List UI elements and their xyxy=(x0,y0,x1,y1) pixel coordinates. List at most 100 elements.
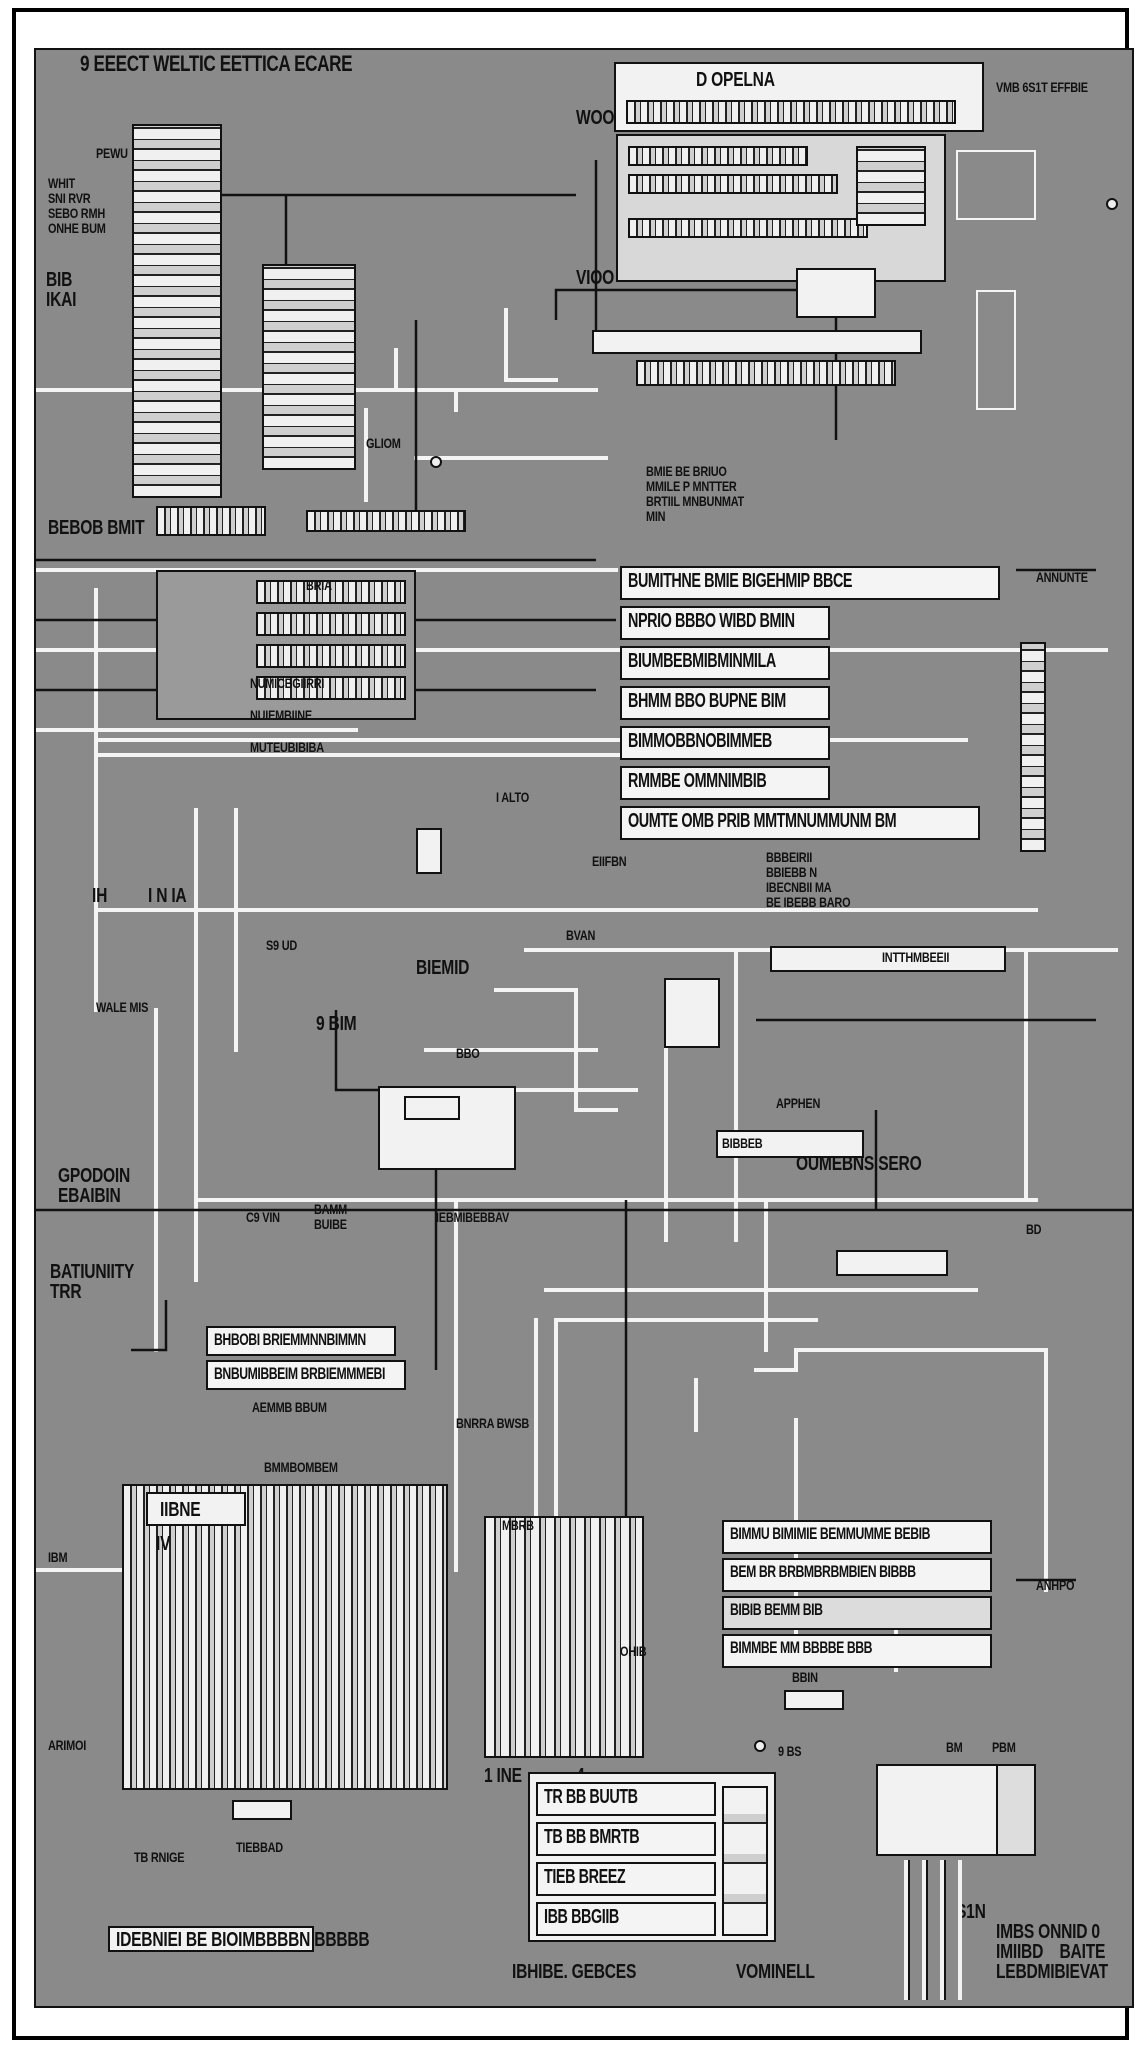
label-bib-ikai: BIB IKAI xyxy=(46,269,77,311)
label-wal: WALE MIS xyxy=(96,999,149,1015)
lower-row-2: BNBUMIBBEIM BRBIEMMMEBI xyxy=(206,1360,406,1390)
lower-row-1: BHBOBI BRIEMMNNBIMMN xyxy=(206,1326,396,1356)
label-n-ia: I N IA xyxy=(148,885,187,907)
label-tiebbd: TIEBBAD xyxy=(236,1839,283,1855)
i-alto-device xyxy=(416,828,442,874)
left-tower-rack xyxy=(132,124,222,498)
label-mute: MUTEUBIBIBA xyxy=(250,739,324,755)
lower-mid-rack xyxy=(484,1516,644,1758)
mid-right-strip xyxy=(770,946,1006,972)
sensor-frame xyxy=(956,150,1036,220)
sensor-port xyxy=(1106,198,1118,210)
control-box-display xyxy=(404,1096,460,1120)
label-bottom-center: IBHIBE. GEBCES xyxy=(512,1961,637,1983)
label-pewu: PEWU xyxy=(96,145,128,161)
right-row-1: BIMMU BIMIMIE BEMMUMME BEBIB xyxy=(722,1520,992,1554)
label-sub-block: BBBEIRII BBIEBB N IBECNBII MA BE IBEBB B… xyxy=(766,849,851,910)
mid-right-box xyxy=(716,1130,864,1158)
label-tbim: TB RNIGE xyxy=(134,1849,185,1865)
schedule-row-6: RMMBE OMMNIMBIB xyxy=(620,766,830,800)
label-bd: BD xyxy=(1026,1221,1042,1237)
label-bbo: BBO xyxy=(456,1045,480,1061)
schedule-row-4: BHMM BBO BUPNE BIM xyxy=(620,686,830,720)
terminal-row-3: TIEB BREEZ xyxy=(536,1862,716,1896)
label-bbin: BBIN xyxy=(792,1669,818,1685)
right-device-end xyxy=(996,1764,1036,1856)
label-appl: APPHEN xyxy=(776,1095,821,1111)
cabinet-bus-1 xyxy=(628,146,808,166)
label-annunite: ANNUNTE xyxy=(1036,569,1088,585)
device-legs xyxy=(892,1860,962,2000)
label-bria: BRIA xyxy=(306,577,332,593)
label-bieid: BIEMID xyxy=(416,957,470,979)
mid-left-row-4 xyxy=(256,676,406,700)
label-bm: BM xyxy=(946,1739,963,1755)
label-c9vin: C9 VIN xyxy=(246,1209,280,1225)
label-mid-right-a: INTTHMBEEII xyxy=(882,949,950,965)
terminal-row-4: IBB BBGIIB xyxy=(536,1902,716,1936)
relay-module xyxy=(664,978,720,1048)
mid-tower-rack xyxy=(262,264,356,470)
label-gpodon: GPODOIN EBAIBIN xyxy=(58,1165,131,1207)
rack-foot-box xyxy=(232,1800,292,1820)
label-anhpo: ANHPO xyxy=(1036,1577,1075,1593)
label-vio: VIOO xyxy=(576,267,615,289)
cabinet-relay-stack xyxy=(856,146,926,226)
bebob-block xyxy=(156,506,266,536)
header-bus-bar xyxy=(626,100,956,124)
mid-left-row-1 xyxy=(256,580,406,604)
right-row-4: BIMMBE MM BBBBE BBB xyxy=(722,1634,992,1668)
label-i-alto: I ALTO xyxy=(496,789,529,805)
label-gliom: GLIOM xyxy=(366,435,401,451)
schedule-row-2: NPRIO BBBO WIBD BMIN xyxy=(620,606,830,640)
label-ibm: IBM xyxy=(48,1549,68,1565)
right-row-3: BIBIB BEMM BIB xyxy=(722,1596,992,1630)
label-pbm: PBM xyxy=(992,1739,1016,1755)
schedule-row-3: BIUMBEBMIBMINMILA xyxy=(620,646,830,680)
bebob-strip xyxy=(306,510,466,532)
right-strip xyxy=(836,1250,948,1276)
lower-left-rack xyxy=(122,1484,448,1790)
right-foot-box xyxy=(784,1690,844,1710)
label-wo: WOO xyxy=(576,107,615,129)
label-9bim: 9 BIM xyxy=(316,1013,357,1035)
label-iebm: IEBMIBEBBAV xyxy=(436,1209,510,1225)
label-s1n: S1N xyxy=(956,1901,986,1923)
label-brrb: BNRRA BWSB xyxy=(456,1415,530,1431)
diagram-title: 9 EEECT WELTIC EETTICA ECARE xyxy=(80,51,353,76)
schedule-row-7: OUMTE OMB PRIB MMTMNUMMUNM BM xyxy=(620,806,980,840)
cabinet-bus-3 xyxy=(628,218,868,238)
label-bamm: BAMM BUIBE xyxy=(314,1201,348,1232)
label-ohib: OHIB xyxy=(620,1643,647,1659)
connector-dot xyxy=(754,1740,766,1752)
right-row-2: BEM BR BRBMBRBMBIEN BIBBB xyxy=(722,1558,992,1592)
label-nuie: NUIEMBIINE xyxy=(250,707,312,723)
terminal-block xyxy=(636,360,896,386)
label-baim: BATIUNIITY TRR xyxy=(50,1261,135,1303)
label-bebob: BEBOB BMIT xyxy=(48,517,145,539)
label-mid-right-b: OUMEBNS SERO xyxy=(796,1153,922,1175)
label-iv: IV xyxy=(156,1533,171,1555)
label-vominell: VOMINELL xyxy=(736,1961,815,1983)
label-whit-block: WHIT SNI RVR SEBO RMH ONHE BUM xyxy=(48,175,106,236)
cabinet-terminal xyxy=(796,268,876,318)
label-top-right: VMB 6S1T EFFBIE xyxy=(996,79,1088,95)
schedule-row-5: BIMMOBBNOBIMMEB xyxy=(620,726,830,760)
label-bot-left: IDEBNIEI BE BIOIMBBBBN BBBBB xyxy=(116,1929,370,1951)
label-nume: NUMICBGIIRRI xyxy=(250,675,325,691)
cabinet-bus-2 xyxy=(628,174,838,194)
label-9bs: 9 BS xyxy=(778,1743,802,1759)
label-aemm: AEMMB BBUM xyxy=(252,1399,327,1415)
right-vertical-bus xyxy=(1020,642,1046,852)
label-lbe: IIBNE xyxy=(160,1499,201,1521)
label-omm: BMMBOMBEM xyxy=(264,1459,338,1475)
mid-left-row-3 xyxy=(256,644,406,668)
terminal-rail xyxy=(592,330,922,354)
label-arim: ARIMOI xyxy=(48,1737,87,1753)
label-bvan: BVAN xyxy=(566,927,596,943)
label-eiifbn: EIIFBN xyxy=(592,853,627,869)
terminal-row-2: TB BB BMRTB xyxy=(536,1822,716,1856)
label-unit: BMIE BE BRIUO MMILE P MNTTER BRTIIL MNBU… xyxy=(646,463,744,524)
label-ih: IH xyxy=(92,885,108,907)
label-s9ud: S9 UD xyxy=(266,937,298,953)
